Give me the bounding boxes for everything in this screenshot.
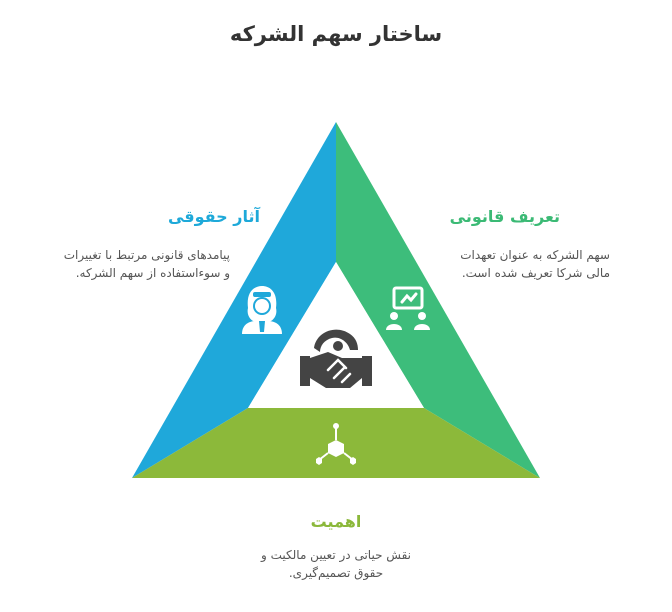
- network-cube-icon: [316, 423, 356, 465]
- desc-legal-effects-line-1: پیامدهای قانونی مرتبط با تغییرات: [63, 248, 230, 262]
- desc-importance: نقش حیاتی در تعیین مالکیت و حقوق تصمیم‌گ…: [236, 546, 436, 582]
- heading-legal-effects: آثار حقوقی: [167, 207, 260, 226]
- desc-importance-line-2: حقوق تصمیم‌گیری.: [288, 566, 384, 580]
- judge-icon: [242, 286, 282, 334]
- segment-legal-effects: [132, 122, 336, 478]
- page-title: ساختار سهم الشرکه: [229, 22, 443, 46]
- desc-legal-definition-line-2: مالی شرکا تعریف شده است.: [461, 266, 610, 280]
- desc-importance-line-1: نقش حیاتی در تعیین مالکیت و: [260, 548, 412, 562]
- desc-legal-definition-line-1: سهم الشرکه به عنوان تعهدات: [460, 248, 610, 262]
- desc-legal-effects-line-2: و سوءاستفاده از سهم الشرکه.: [75, 266, 230, 280]
- handshake-globe-icon: [300, 329, 372, 388]
- heading-legal-definition: تعریف قانونی: [449, 207, 560, 226]
- desc-legal-effects: پیامدهای قانونی مرتبط با تغییرات و سوءاس…: [30, 246, 230, 282]
- presentation-icon: [386, 286, 430, 330]
- segment-legal-definition: [336, 122, 540, 478]
- desc-legal-definition: سهم الشرکه به عنوان تعهدات مالی شرکا تعر…: [420, 246, 610, 282]
- heading-importance: اهمیت: [310, 512, 362, 531]
